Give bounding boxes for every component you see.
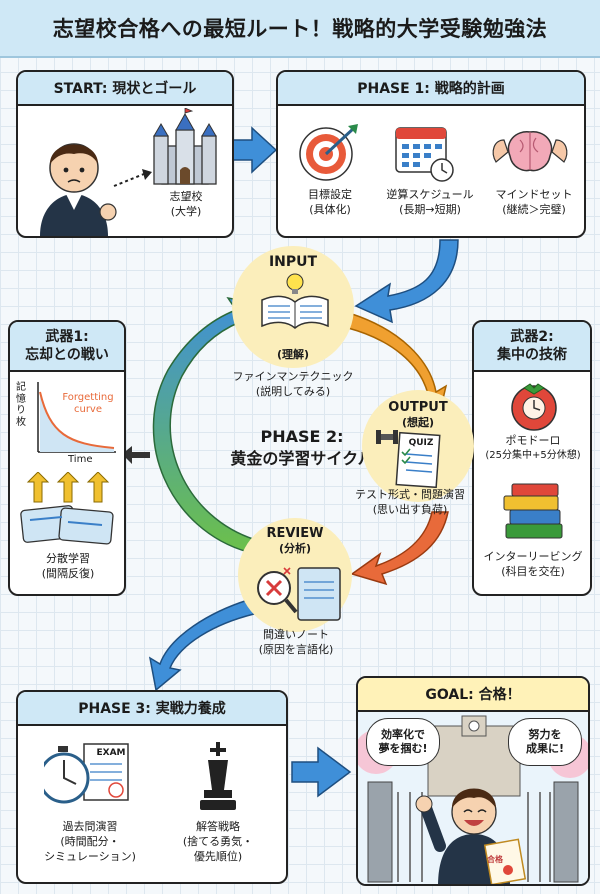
target-label: 目標設定(具体化) [308,188,352,216]
tomato-timer-icon [511,383,557,431]
phase3-heading: PHASE 3: 実戦力養成 [18,692,286,726]
cycle-center-title: PHASE 2: 黄金の学習サイクル [230,427,374,468]
start-panel: START: 現状とゴール 志望校 (大学) [16,70,234,238]
castle-icon [153,108,217,185]
weapon2-panel: 武器2: 集中の技術 ポモドーロ(25分集中+5分休憩) インターリービング(科… [472,320,592,596]
phase3-panel: PHASE 3: 実戦力養成 EXAM 過去問演習 (時間配分・ シミュレーショ… [16,690,288,884]
interleaving-label: インターリービング(科目を交在) [483,550,583,578]
exam-tag: EXAM [96,748,126,758]
weapon1-label: 分散学習(間隔反復) [41,552,95,580]
quiz-tag: QUIZ [408,438,434,448]
phase1-panel: PHASE 1: 戦略的計画 目標設定(具体化) 逆算スケジュール(長期→短期)… [276,70,586,238]
dotted-arrow-icon [113,169,152,187]
arrow-weapon1-to-cycle [122,446,150,464]
input-title: INPUT [268,254,318,270]
page-title: 志望校合格への最短ルート！戦略的大学受験勉強法 [0,0,600,58]
phase1-heading: PHASE 1: 戦略的計画 [278,72,584,106]
open-book-icon [261,273,329,329]
student-icon [40,143,117,236]
stopwatch-exam-icon [44,743,129,804]
calendar-label: 逆算スケジュール(長期→短期) [386,188,474,216]
arrow-start-to-phase1 [231,126,278,174]
review-title: REVIEW (分析) [266,526,324,556]
output-title: OUTPUT (想起) [388,400,448,430]
start-heading: START: 現状とゴール [18,72,232,106]
certificate-label: 合格 [487,855,503,864]
review-description: 間違いノート(原因を言語化) [258,628,334,656]
pomodoro-label: ポモドーロ(25分集中+5分休憩) [485,434,581,461]
mistake-notebook-icon [257,567,341,621]
spaced-cards-icon [20,472,114,545]
books-stack-icon [503,483,563,539]
target-icon [299,124,358,181]
arrow-phase1-to-input [354,239,459,324]
input-description: ファインマンテクニック(説明してみる) [232,370,354,398]
chess-king-icon [200,742,236,810]
input-sub: (理解) [276,348,310,361]
quiz-sheet-icon [376,430,441,488]
brain-icon [492,131,568,172]
speech-bubble-right: 努力を成果に! [508,718,582,766]
castle-label: 志望校 (大学) [169,190,203,218]
brain-label: マインドセット(継続＞完璧) [495,188,573,216]
output-description: テスト形式・問題演習(思い出す負荷) [355,488,465,516]
arrow-output-to-review [350,511,449,586]
past-exam-label: 過去問演習 (時間配分・ シミュレーション) [44,820,136,863]
calendar-icon [395,127,454,182]
speech-bubble-left: 効率化で夢を掴む! [366,718,440,766]
goal-panel: GOAL: 合格！ 合格 効率化で夢を掴む! 努力を成果に! [356,676,590,886]
forgetting-curve-graph [37,382,116,453]
arrow-phase3-to-goal [291,746,352,798]
weapon2-heading: 武器2: 集中の技術 [474,322,590,373]
answer-strategy-label: 解答戦略 (捨てる勇気・ 優先順位) [182,820,254,863]
weapon1-heading: 武器1: 忘却との戦い [10,322,124,373]
graph-xlabel: Time [68,454,93,465]
graph-ylabel: 記憶り枚 [16,382,26,428]
goal-heading: GOAL: 合格！ [358,678,588,712]
